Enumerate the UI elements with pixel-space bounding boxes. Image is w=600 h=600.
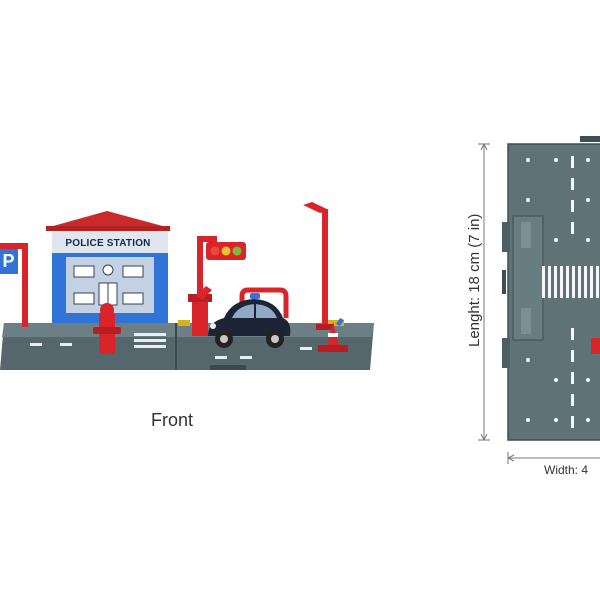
- barrier-gate: [188, 286, 212, 336]
- length-caption: Lenght: 18 cm (7 in): [466, 213, 483, 347]
- parking-sign-label: P: [2, 251, 15, 271]
- length-dimension-line: [478, 142, 490, 442]
- front-view-playset: [0, 202, 374, 370]
- top-view-baseplate: [502, 136, 600, 441]
- police-station-sign: POLICE STATION: [65, 238, 151, 249]
- parking-sign: [0, 243, 28, 327]
- street-lamp: [303, 202, 334, 330]
- red-arch: [239, 287, 289, 318]
- traffic-light: [197, 236, 246, 302]
- traffic-cone: [318, 318, 348, 352]
- width-caption: Width: 4: [544, 463, 589, 477]
- fire-hydrant: [93, 303, 121, 354]
- width-dimension-line: [506, 452, 600, 464]
- police-car: [208, 293, 291, 348]
- front-view-caption: Front: [150, 410, 193, 430]
